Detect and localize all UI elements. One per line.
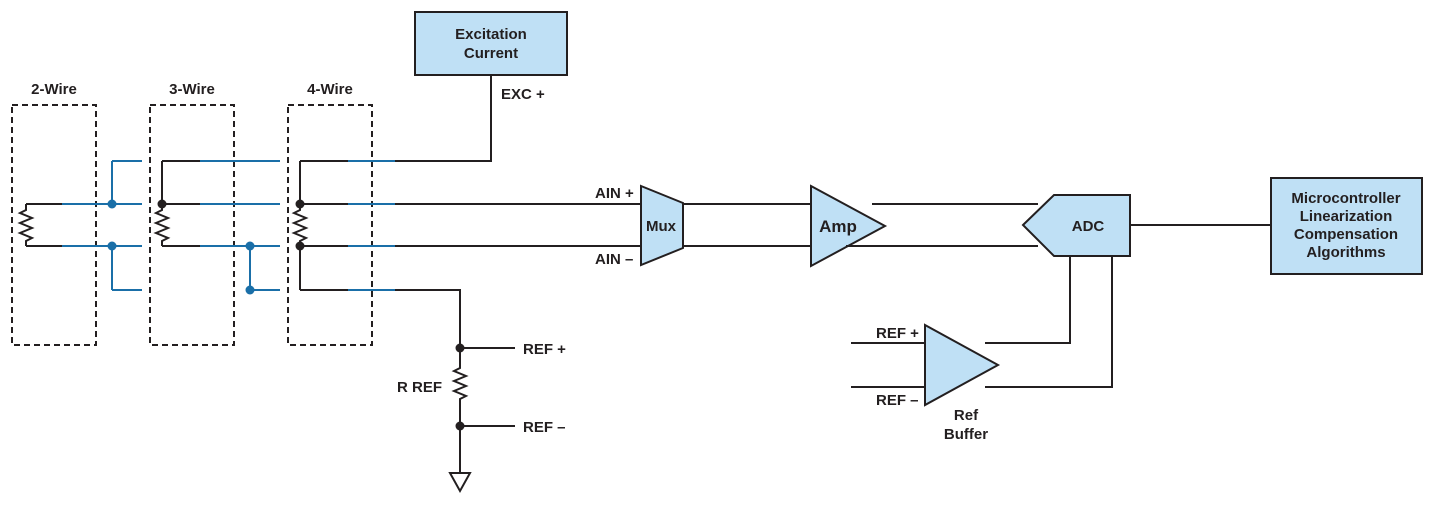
excitation-current-label-line1: Excitation xyxy=(455,26,527,43)
two-wire-rtd xyxy=(17,160,142,291)
excitation-current-block xyxy=(414,11,568,76)
mux-label: Mux xyxy=(646,218,677,235)
amp-label: Amp xyxy=(819,217,857,236)
ain-minus-label: AIN – xyxy=(595,251,633,268)
three-wire-label: 3-Wire xyxy=(169,81,215,98)
ref-buffer-plus-label: REF + xyxy=(876,325,919,342)
three-wire-box xyxy=(149,104,235,346)
two-wire-label: 2-Wire xyxy=(31,81,77,98)
ref-buffer-label-line1: Ref xyxy=(954,407,979,424)
mcu-label-line2: Linearization xyxy=(1300,208,1393,225)
ground-symbol xyxy=(448,472,472,494)
four-wire-label: 4-Wire xyxy=(307,81,353,98)
exc-wire xyxy=(395,75,492,162)
ref-buffer-block xyxy=(924,323,1001,407)
ref-buffer-minus-label: REF – xyxy=(876,392,919,409)
mcu-label-line1: Microcontroller xyxy=(1291,190,1400,207)
four-wire-rtd xyxy=(291,160,395,291)
ref-buffer-label-line2: Buffer xyxy=(944,426,988,443)
four-wire-box xyxy=(287,104,373,346)
rref-label: R REF xyxy=(397,379,442,396)
mcu-label-line3: Compensation xyxy=(1294,226,1398,243)
ain-plus-label: AIN + xyxy=(595,185,634,202)
adc-label: ADC xyxy=(1072,218,1105,235)
exc-plus-label: EXC + xyxy=(501,86,545,103)
microcontroller-block xyxy=(1270,177,1423,275)
rref-wire xyxy=(395,289,461,348)
ref-plus-label: REF + xyxy=(523,341,566,358)
ref-minus-label: REF – xyxy=(523,419,566,436)
mux-block xyxy=(640,184,684,267)
two-wire-box xyxy=(11,104,97,346)
excitation-current-label-line2: Current xyxy=(464,45,518,62)
mcu-label-line4: Algorithms xyxy=(1306,244,1385,261)
three-wire-rtd xyxy=(153,160,280,295)
